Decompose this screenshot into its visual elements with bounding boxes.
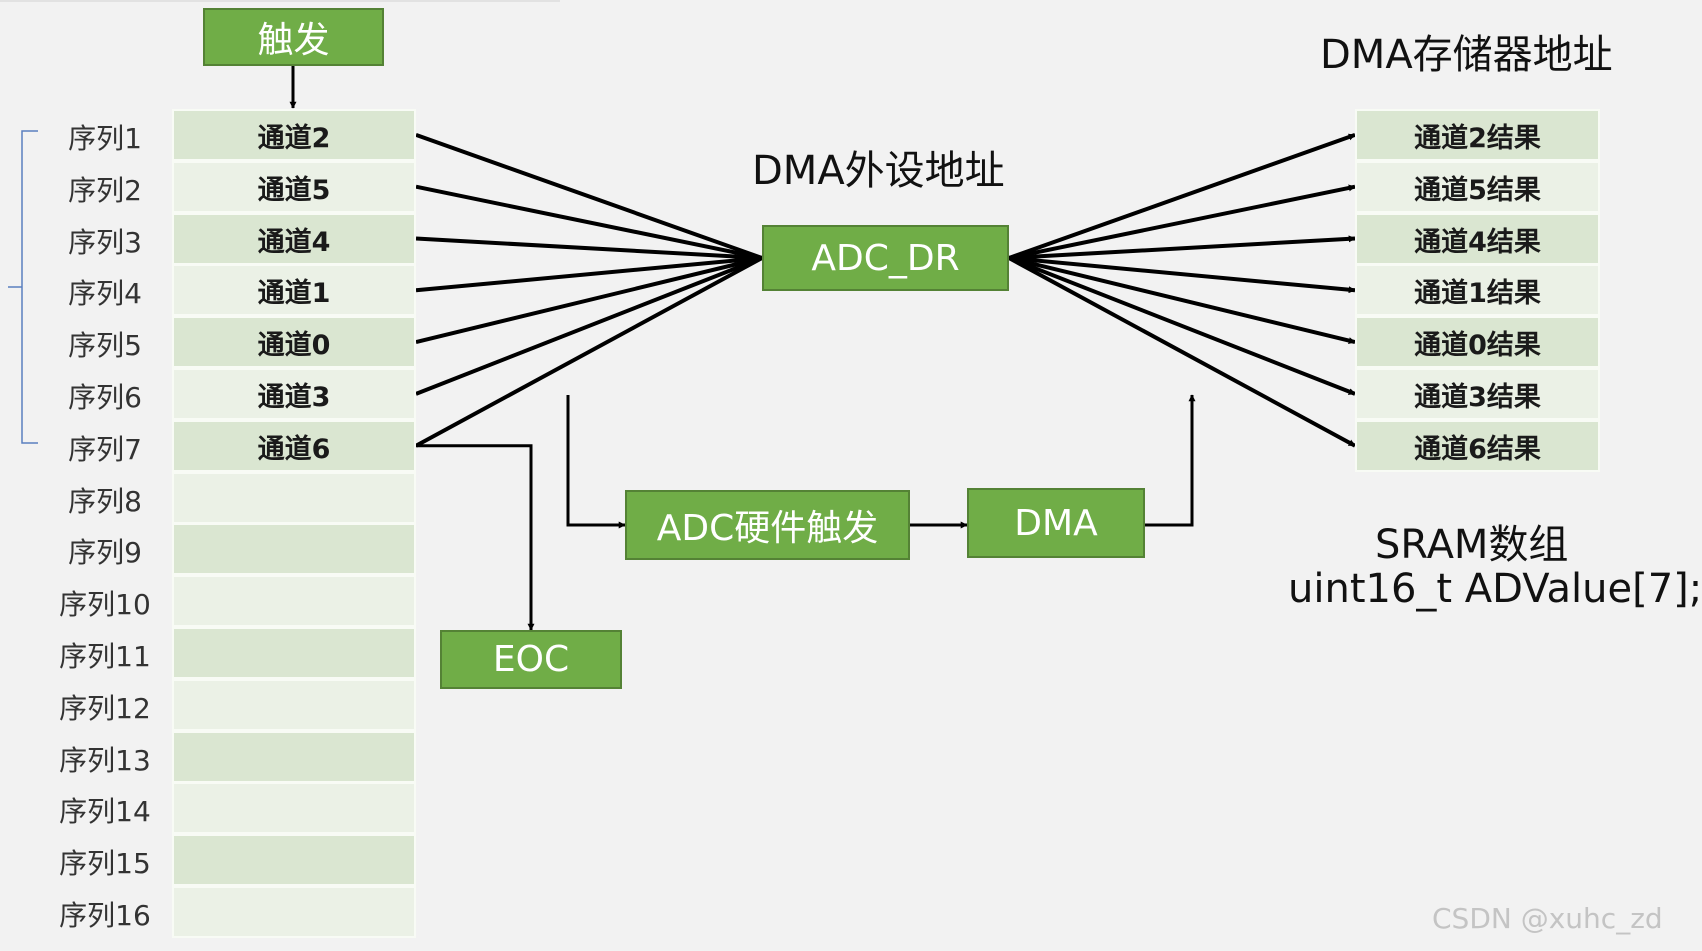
sequence-label: 序列7 [68,433,142,466]
trigger-label: 触发 [257,20,330,61]
sequence-label: 序列14 [59,795,151,828]
sequence-label: 序列2 [68,174,142,207]
dma-box: DMA [967,488,1145,558]
adc-dr-to-result-arrow [1008,256,1356,396]
top-edge-strip [0,0,560,2]
sequence-slot [172,834,416,886]
result-slot: 通道0结果 [1355,316,1600,368]
sequence-label: 序列13 [59,744,151,777]
dma-up-arrow [1145,394,1196,527]
sequence-label: 序列3 [68,226,142,259]
adc-dr-to-result-arrow [1008,184,1356,260]
eoc-label: EOC [492,639,570,680]
adc-dr-to-result-arrow [1008,256,1356,294]
channel-to-adc-dr-line [415,184,763,260]
sequence-label: 序列1 [68,122,142,155]
adc-hardware-trigger-label: ADC硬件触发 [656,508,879,549]
sequence-label: 序列8 [68,485,142,518]
sequence-label: 序列6 [68,381,142,414]
result-slot: 通道3结果 [1355,368,1600,420]
hardware-trigger-arrow [566,395,626,529]
channel-to-adc-dr-line [415,255,763,293]
channel-to-adc-dr-line [415,133,763,260]
sequence-label: 序列15 [59,847,151,880]
sequence-label: 序列16 [59,899,151,932]
sram-title: SRAM数组 [1375,522,1569,568]
eoc-box: EOC [440,630,622,689]
adc-dr-to-result-arrow [1008,256,1356,345]
adc-dr-box: ADC_DR [762,225,1009,291]
sequence-slot [172,627,416,679]
sequence-slot [172,886,416,938]
sequence-slot: 通道0 [172,316,416,368]
result-slot: 通道2结果 [1355,109,1600,161]
sequence-slot [172,731,416,783]
sequence-slot: 通道3 [172,368,416,420]
csdn-watermark: CSDN @xuhc_zd [1432,902,1663,935]
adc-dr-to-result-arrow [1008,133,1356,260]
channel-to-adc-dr-line [415,256,763,448]
sequence-slot [172,782,416,834]
sequence-slot [172,523,416,575]
trigger-box: 触发 [203,8,384,66]
adc-dr-to-result-arrow [1008,235,1356,260]
sequence-slot: 通道1 [172,264,416,316]
adc-dr-to-result-arrow [1008,256,1356,448]
sequence-slot [172,679,416,731]
peripheral-address-title: DMA外设地址 [752,148,1005,194]
sram-declaration: uint16_t ADValue[7]; [1288,566,1702,612]
sequence-slot [172,575,416,627]
sequence-slot: 通道5 [172,161,416,213]
channel-to-adc-dr-line [415,256,763,345]
sequence-label: 序列9 [68,536,142,569]
sequence-label: 序列4 [68,277,142,310]
adc-dr-label: ADC_DR [811,237,960,279]
result-slot: 通道5结果 [1355,161,1600,213]
sequence-label: 序列5 [68,329,142,362]
dma-label: DMA [1014,502,1098,544]
adc-hardware-trigger-box: ADC硬件触发 [625,490,910,560]
result-slot: 通道4结果 [1355,213,1600,265]
memory-address-title: DMA存储器地址 [1320,32,1613,78]
sequence-label: 序列10 [59,588,151,621]
sequence-group-bracket [8,130,38,444]
result-slot: 通道6结果 [1355,420,1600,472]
result-slot: 通道1结果 [1355,264,1600,316]
channel-to-adc-dr-line [415,236,763,260]
sequence-slot [172,472,416,524]
sequence-label: 序列11 [59,640,151,673]
eoc-arrow [416,444,535,631]
sequence-slot: 通道2 [172,109,416,161]
channel-to-adc-dr-line [415,256,763,396]
sequence-label: 序列12 [59,692,151,725]
sequence-slot: 通道4 [172,213,416,265]
sequence-slot: 通道6 [172,420,416,472]
